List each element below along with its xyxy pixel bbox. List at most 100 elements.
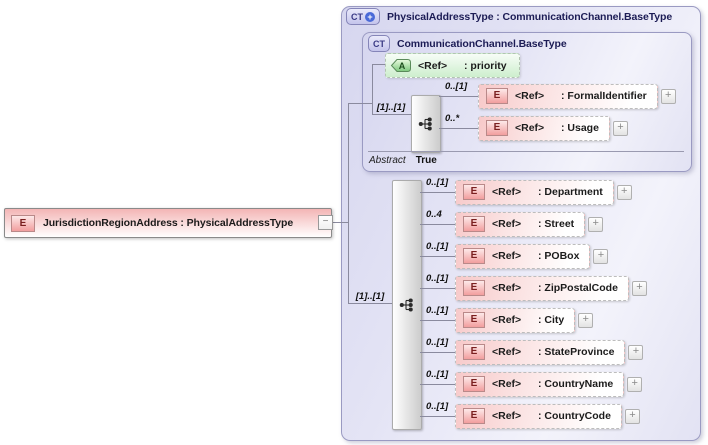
element-icon: E: [463, 184, 485, 200]
cardinality-label: 0..[1]: [426, 273, 449, 284]
complextype-title: PhysicalAddressType : CommunicationChann…: [387, 10, 673, 23]
element-name: : Street: [538, 218, 575, 230]
attribute-ref: <Ref>: [418, 59, 448, 72]
sequence-icon: [399, 298, 413, 312]
cardinality-label: 0..[1]: [426, 401, 449, 412]
element-icon: E: [486, 120, 508, 136]
attribute-letter: A: [399, 61, 406, 71]
cardinality-label: 0..[1]: [426, 305, 449, 316]
expand-button[interactable]: +: [660, 88, 676, 104]
attribute-icon: A: [390, 59, 411, 72]
collapse-button[interactable]: −: [318, 215, 333, 230]
cardinality-label: 0..[1]: [445, 81, 468, 92]
expand-button[interactable]: +: [631, 280, 647, 296]
connector-element: [420, 415, 455, 417]
element-ref: <Ref>: [492, 218, 522, 230]
element-row-stateprovince: 0..[1] E <Ref> : StateProvince +: [420, 337, 644, 365]
element-icon: E: [463, 376, 485, 392]
element-box-street[interactable]: E <Ref> : Street: [455, 211, 586, 237]
attribute-box-priority[interactable]: A <Ref> : priority: [385, 53, 520, 78]
element-ref: <Ref>: [492, 186, 522, 198]
element-icon: E: [463, 280, 485, 296]
root-element-label: JurisdictionRegionAddress : PhysicalAddr…: [43, 217, 294, 229]
cardinality-label: 0..[1]: [426, 241, 449, 252]
expand-button[interactable]: +: [616, 184, 632, 200]
element-name: : Usage: [561, 122, 599, 134]
element-ref: <Ref>: [492, 314, 522, 326]
element-row-formalidentifier: 0..[1] E <Ref> : FormalIdentifier +: [439, 81, 676, 109]
element-name: : ZipPostalCode: [538, 282, 618, 294]
basetype-title: CommunicationChannel.BaseType: [397, 37, 567, 50]
connector-element: [420, 287, 455, 289]
connector-element: [439, 95, 478, 97]
connector-sequence: [348, 303, 392, 304]
element-box-department[interactable]: E <Ref> : Department: [455, 179, 614, 205]
element-row-usage: 0..* E <Ref> : Usage +: [439, 113, 628, 141]
element-icon: E: [11, 214, 35, 232]
connector-base-trunk: [372, 64, 373, 115]
element-ref: <Ref>: [492, 378, 522, 390]
element-box-usage[interactable]: E <Ref> : Usage: [478, 115, 610, 141]
element-box-formalidentifier[interactable]: E <Ref> : FormalIdentifier: [478, 83, 658, 109]
expand-button[interactable]: +: [578, 312, 594, 328]
element-ref: <Ref>: [492, 410, 522, 422]
sequence-compositor-base[interactable]: [411, 95, 441, 153]
connector-element: [420, 351, 455, 353]
element-row-countryname: 0..[1] E <Ref> : CountryName +: [420, 369, 643, 397]
cardinality-label: 0..[1]: [426, 337, 449, 348]
element-ref: <Ref>: [492, 346, 522, 358]
element-box-stateprovince[interactable]: E <Ref> : StateProvince: [455, 339, 626, 365]
attribute-name: : priority: [464, 59, 507, 72]
derived-plus-icon: +: [365, 11, 375, 22]
element-name: : Department: [538, 186, 603, 198]
element-name: : FormalIdentifier: [561, 90, 647, 102]
element-row-zippostalcode: 0..[1] E <Ref> : ZipPostalCode +: [420, 273, 647, 301]
connector-base-compositor: [372, 114, 411, 115]
element-row-pobox: 0..[1] E <Ref> : POBox +: [420, 241, 609, 269]
element-name: : StateProvince: [538, 346, 615, 358]
sequence-compositor-main[interactable]: [392, 180, 422, 430]
cardinality-label: 0..[1]: [426, 369, 449, 380]
abstract-row: Abstract True: [369, 155, 437, 166]
connector-root: [332, 222, 348, 223]
element-ref: <Ref>: [492, 282, 522, 294]
abstract-label: Abstract: [369, 155, 406, 166]
element-icon: E: [463, 216, 485, 232]
abstract-separator: [368, 151, 684, 152]
element-ref: <Ref>: [515, 122, 545, 134]
ct-letters: CT: [351, 11, 363, 22]
element-icon: E: [463, 344, 485, 360]
expand-button[interactable]: +: [628, 344, 644, 360]
connector-base-branch: [348, 103, 372, 104]
cardinality-label: 0..4: [426, 209, 442, 220]
root-element-box[interactable]: E JurisdictionRegionAddress : PhysicalAd…: [4, 208, 332, 238]
connector-element: [420, 255, 455, 257]
connector-element: [420, 223, 455, 225]
element-icon: E: [463, 312, 485, 328]
element-icon: E: [463, 408, 485, 424]
element-icon: E: [486, 88, 508, 104]
complextype-icon: CT: [368, 35, 390, 52]
element-box-zippostalcode[interactable]: E <Ref> : ZipPostalCode: [455, 275, 629, 301]
element-box-city[interactable]: E <Ref> : City: [455, 307, 576, 333]
element-box-pobox[interactable]: E <Ref> : POBox: [455, 243, 591, 269]
connector-attribute: [372, 64, 385, 65]
expand-button[interactable]: +: [624, 408, 640, 424]
connector-element: [420, 383, 455, 385]
element-row-department: 0..[1] E <Ref> : Department +: [420, 177, 632, 205]
expand-button[interactable]: +: [588, 216, 604, 232]
complextype-derived-icon: CT +: [346, 8, 380, 25]
element-box-countryname[interactable]: E <Ref> : CountryName: [455, 371, 625, 397]
element-name: : CountryCode: [538, 410, 611, 422]
connector-trunk: [348, 103, 349, 304]
expand-button[interactable]: +: [593, 248, 609, 264]
element-row-city: 0..[1] E <Ref> : City +: [420, 305, 594, 333]
element-icon: E: [463, 248, 485, 264]
element-name: : City: [538, 314, 565, 326]
connector-element: [439, 127, 478, 129]
element-box-countrycode[interactable]: E <Ref> : CountryCode: [455, 403, 622, 429]
expand-button[interactable]: +: [627, 376, 643, 392]
expand-button[interactable]: +: [612, 120, 628, 136]
element-ref: <Ref>: [515, 90, 545, 102]
